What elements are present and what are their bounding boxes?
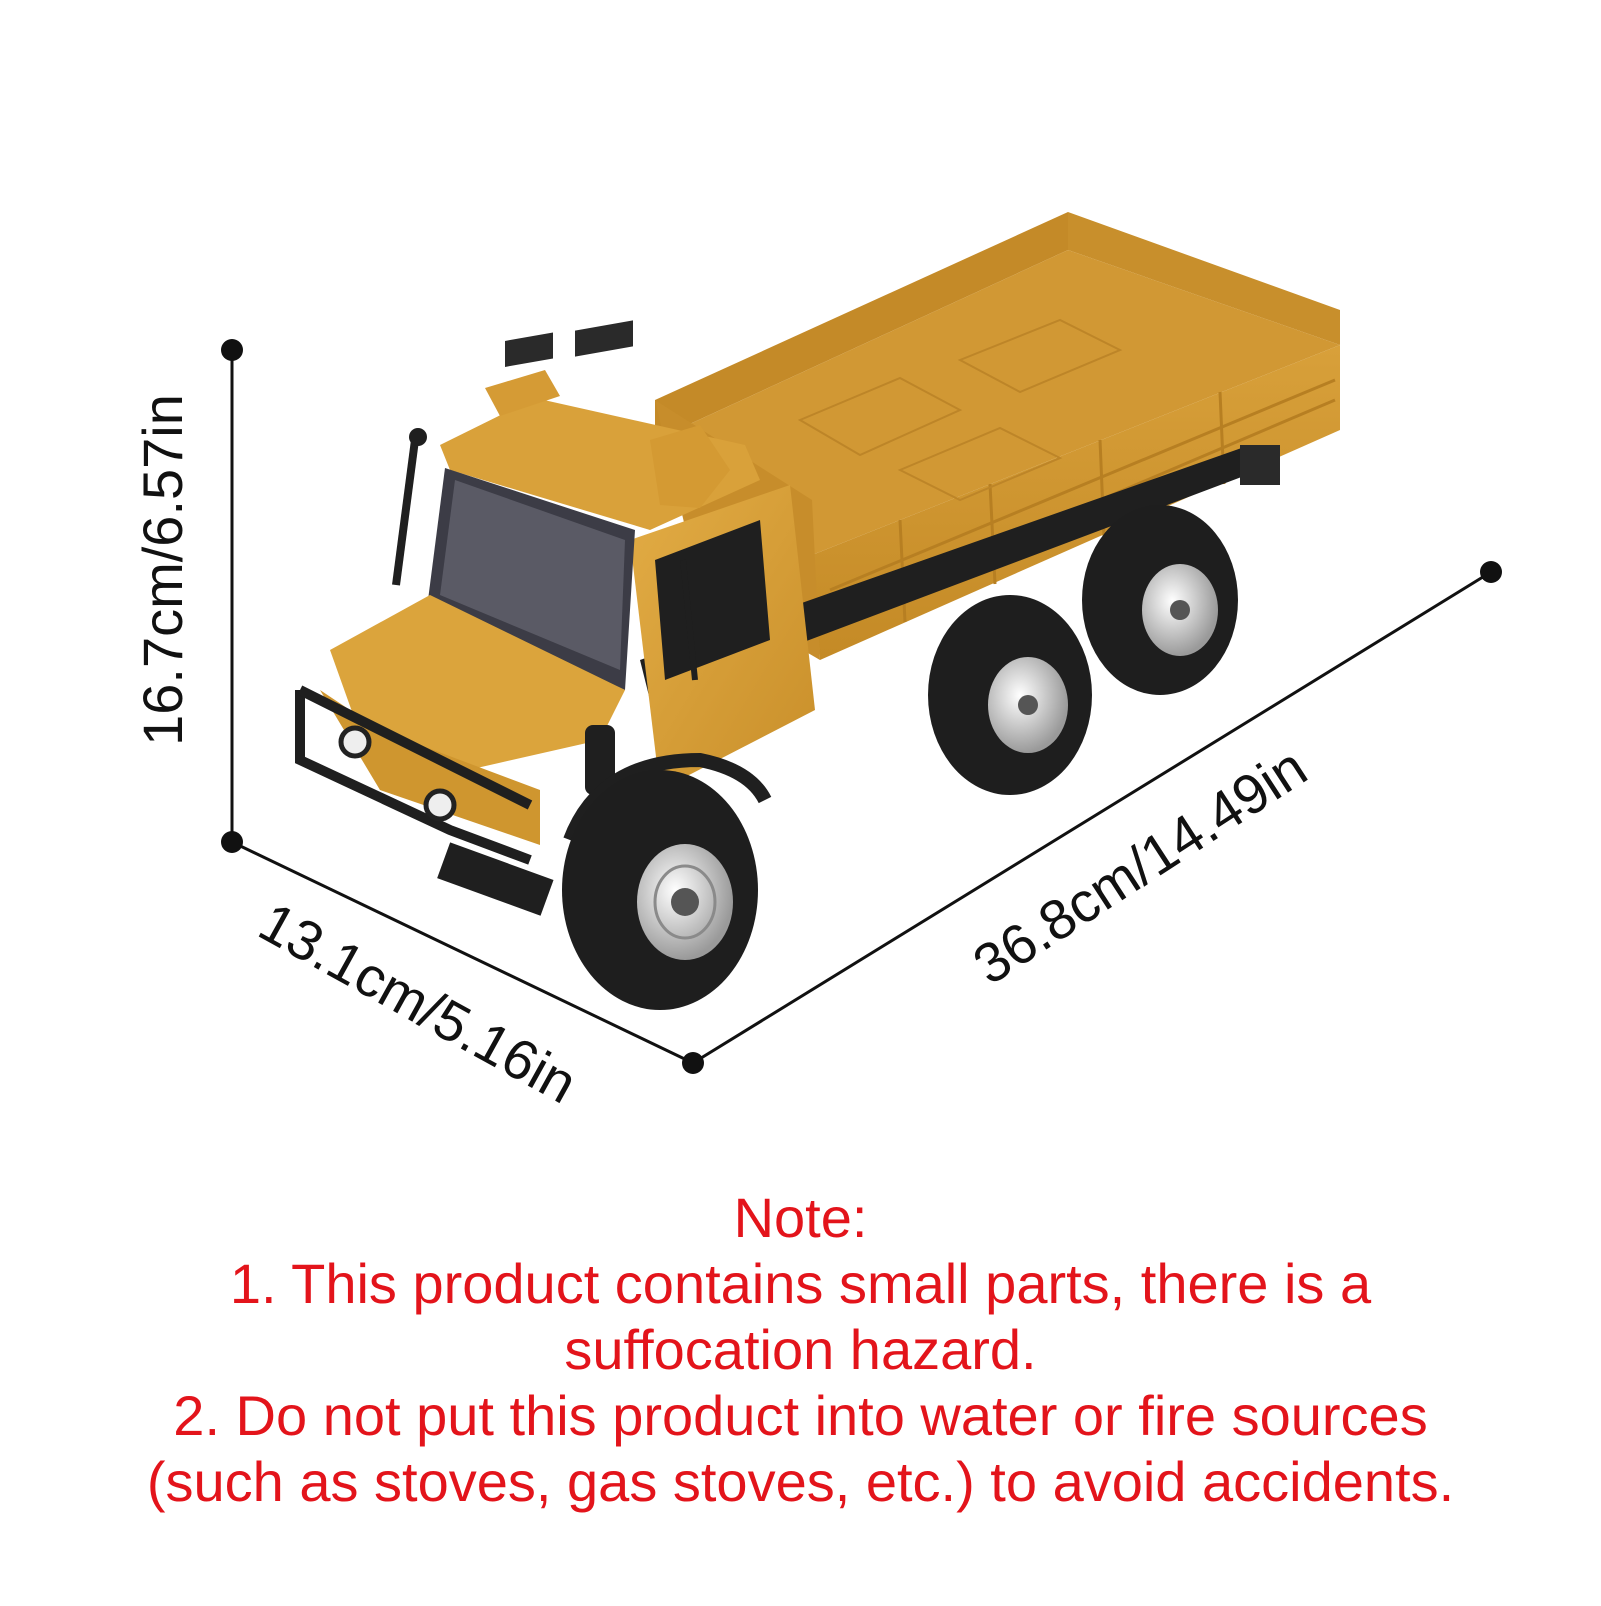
rear-wheel-near [928, 595, 1092, 795]
front-fender [563, 752, 772, 843]
height-dimension-label: 16.7cm/6.57in [131, 394, 194, 746]
rear-wheel-far [1082, 505, 1238, 695]
note-line-2: suffocation hazard. [564, 1318, 1037, 1381]
note-line-3: 2. Do not put this product into water or… [173, 1384, 1428, 1447]
safety-note: Note: 1. This product contains small par… [40, 1185, 1561, 1515]
cab [295, 320, 815, 916]
note-line-4: (such as stoves, gas stoves, etc.) to av… [146, 1450, 1455, 1513]
note-line-1: 1. This product contains small parts, th… [229, 1252, 1372, 1315]
tail-light [1240, 445, 1280, 485]
front-wheel [562, 770, 758, 1010]
dimension-endpoints [221, 339, 1502, 1074]
dimension-lines [230, 350, 1492, 1065]
note-heading: Note: [733, 1186, 868, 1249]
